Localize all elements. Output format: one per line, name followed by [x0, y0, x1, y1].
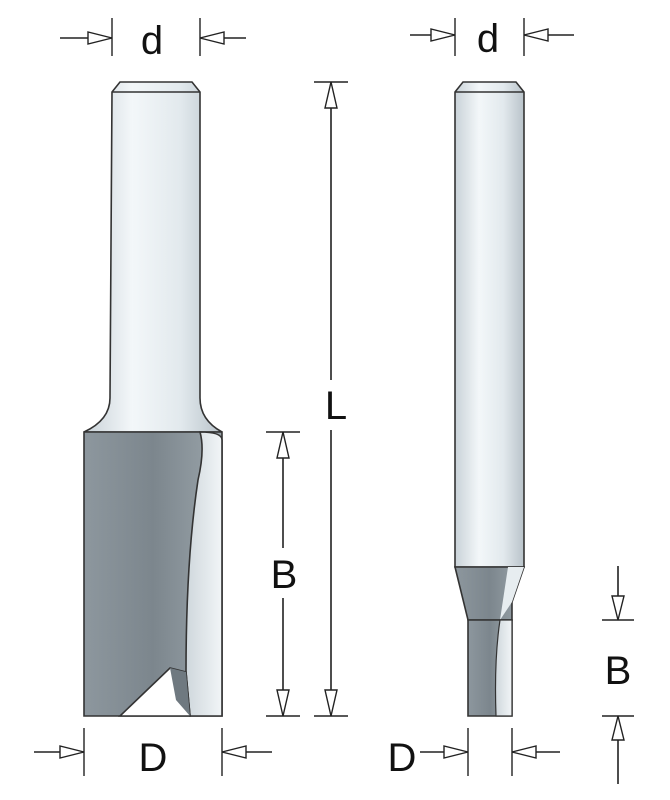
length-l-label: L: [325, 384, 347, 428]
left-cutting-diameter-dimension: D: [34, 728, 272, 780]
left-cutting-d-arrow-left: [59, 745, 85, 759]
right-b-arrow-top: [611, 595, 625, 621]
right-flute-face: [494, 619, 513, 717]
right-b-arrow-bottom: [611, 715, 625, 741]
right-taper-highlight: [500, 567, 524, 620]
right-d-label: d: [477, 17, 499, 61]
left-b-arrow-bottom: [276, 689, 290, 717]
left-router-bit: [83, 81, 223, 717]
left-b-label: B: [271, 553, 298, 597]
right-shank: [454, 81, 525, 568]
right-d-dimension: d: [410, 17, 574, 61]
left-d-dimension: d: [60, 18, 246, 63]
length-l-arrow-top: [324, 81, 338, 109]
right-cutting-d-label: D: [388, 736, 417, 780]
right-b-label: B: [605, 649, 632, 693]
left-b-arrow-top: [276, 431, 290, 459]
right-d-arrow-left: [430, 28, 456, 42]
right-cutting-diameter-dimension: D: [388, 728, 560, 780]
left-d-arrow-left: [87, 31, 113, 45]
left-b-dimension: B: [266, 431, 300, 717]
right-b-dimension: B: [602, 566, 634, 784]
left-d-label: d: [141, 19, 163, 63]
right-cutting-d-arrow-left: [443, 745, 469, 759]
left-cutting-d-arrow-right: [221, 745, 247, 759]
left-d-arrow-right: [199, 31, 225, 45]
left-cutter-notch-shadow: [170, 668, 190, 716]
left-cutting-d-label: D: [139, 736, 168, 780]
length-l-dimension: L: [314, 81, 348, 717]
right-d-arrow-right: [523, 28, 549, 42]
right-router-bit: [453, 81, 526, 717]
left-shank: [83, 81, 223, 433]
right-cutting-d-arrow-right: [511, 745, 537, 759]
length-l-arrow-bottom: [324, 689, 338, 717]
left-flute-face: [185, 431, 223, 717]
